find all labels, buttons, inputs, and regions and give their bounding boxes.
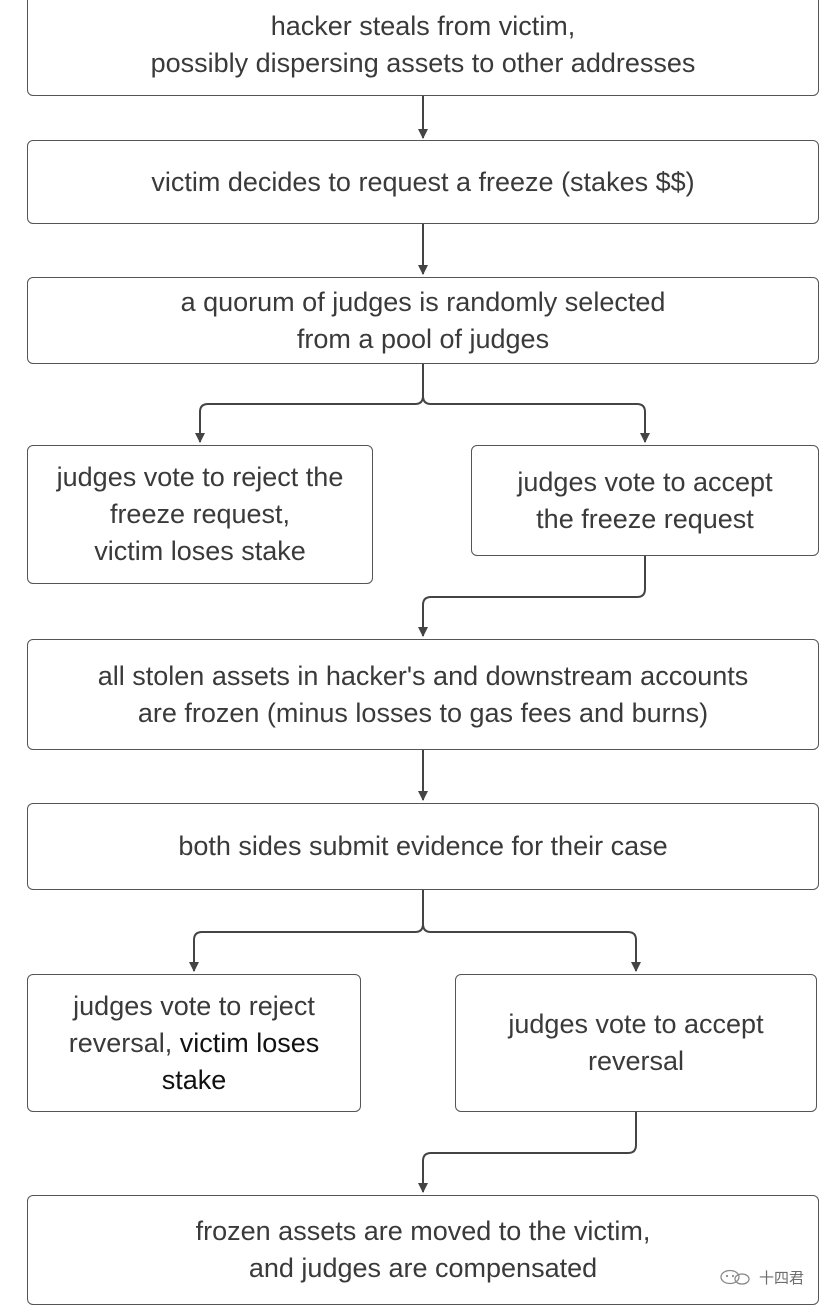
watermark: 十四君 (716, 1266, 820, 1288)
step-accept-reversal-line1: judges vote to accept (508, 1009, 764, 1039)
watermark-text: 十四君 (759, 1269, 805, 1287)
step-reject-reversal-line1: judges vote to reject (73, 990, 315, 1021)
step-theft-line1: hacker steals from victim, (270, 11, 576, 41)
step-reject-freeze-line1: judges vote to reject the (56, 462, 344, 492)
step-reject-reversal-line2: reversal, victim loses (69, 1025, 320, 1062)
arrow-quorum-to-accept-freeze (422, 395, 650, 443)
step-accept-freeze-line2: the freeze request (536, 503, 754, 534)
step-accept-reversal-line2: reversal (587, 1046, 685, 1076)
step-reject-reversal: judges vote to reject reversal, victim l… (27, 974, 361, 1112)
step-quorum-line1: a quorum of judges is randomly selected (180, 286, 666, 317)
step-reject-freeze-line3: victim loses stake (94, 536, 306, 566)
step-freeze-request-line1: victim decides to request a freeze (stak… (151, 166, 695, 197)
step-accept-freeze: judges vote to accept the freeze request (471, 445, 819, 556)
step-reject-reversal-line2a: reversal, (68, 1027, 180, 1058)
step-accept-freeze-line1: judges vote to accept (517, 466, 773, 497)
step-theft-line2: possibly dispersing assets to other addr… (150, 48, 696, 78)
step-evidence-line1: both sides submit evidence for their cas… (178, 831, 668, 861)
step-reject-reversal-line3: stake (161, 1064, 227, 1095)
step-reject-freeze: judges vote to reject the freeze request… (27, 445, 373, 584)
step-reject-reversal-line2b: victim loses (179, 1027, 320, 1058)
step-compensation-line2: and judges are compensated (248, 1253, 598, 1283)
step-assets-frozen: all stolen assets in hacker's and downst… (27, 639, 819, 750)
step-accept-reversal: judges vote to accept reversal (455, 974, 817, 1112)
step-submit-evidence: both sides submit evidence for their cas… (27, 803, 819, 890)
step-compensation: frozen assets are moved to the victim, a… (27, 1195, 819, 1305)
wechat-logo-icon (720, 1269, 750, 1285)
step-quorum-selection: a quorum of judges is randomly selected … (27, 277, 819, 364)
arrow-accept-freeze-to-frozen (418, 556, 646, 637)
arrow-evidence-to-accept-reversal (422, 923, 641, 972)
arrow-accept-reversal-to-compensation (418, 1112, 637, 1193)
arrow-evidence-to-reject-reversal (189, 890, 424, 972)
step-compensation-line1: frozen assets are moved to the victim, (195, 1216, 651, 1246)
step-quorum-line2: from a pool of judges (296, 323, 550, 354)
arrow-quorum-to-reject-freeze (195, 364, 424, 443)
step-reject-freeze-line2: freeze request, (109, 499, 291, 529)
step-frozen-line1: all stolen assets in hacker's and downst… (97, 660, 749, 691)
step-theft: hacker steals from victim, possibly disp… (27, 0, 819, 96)
step-frozen-line2: are frozen (minus losses to gas fees and… (137, 697, 709, 728)
step-freeze-request: victim decides to request a freeze (stak… (27, 140, 819, 224)
